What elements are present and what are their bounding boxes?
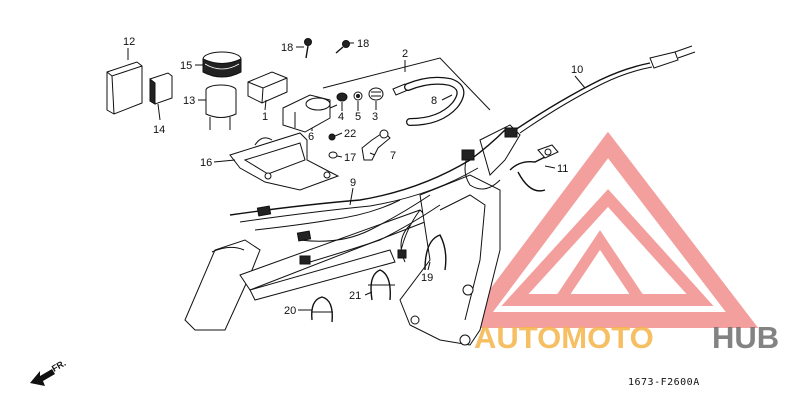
part-11-clamp: [509, 144, 559, 192]
part-15-cover: [202, 51, 242, 78]
callout-2: 2: [402, 48, 408, 60]
part-19-clamp: [424, 234, 447, 271]
callout-5: 5: [355, 111, 361, 123]
callout-6: 6: [308, 131, 314, 143]
watermark-text-secondary: HUB: [712, 320, 779, 355]
part-21-clamp: [368, 269, 395, 301]
callout-3: 3: [372, 111, 378, 123]
part-13-condenser: [205, 84, 237, 130]
part-17-nut: [328, 151, 338, 159]
part-16-bracket: [229, 132, 340, 191]
part-callouts: 12 15 13 14 16 1 18 18 2 8 3 4 5 6 22 17…: [123, 36, 583, 317]
callout-7: 7: [390, 150, 396, 162]
callout-8: 8: [431, 95, 437, 107]
part-4-fitting: [336, 92, 348, 102]
front-direction-arrow-icon: [30, 369, 55, 386]
direction-label: FR.: [50, 358, 68, 374]
part-18-screw-b: [335, 40, 350, 54]
callout-20: 20: [284, 305, 296, 317]
part-2-callout-frame: [322, 57, 491, 111]
callout-10: 10: [571, 64, 583, 76]
part-10-cable: [514, 45, 696, 134]
callout-22: 22: [344, 128, 356, 140]
part-9-wire-harness: [229, 127, 518, 265]
callout-9: 9: [350, 177, 356, 189]
callout-4: 4: [338, 111, 344, 123]
callout-19: 19: [421, 272, 433, 284]
watermark-logo-icon: [461, 131, 759, 328]
part-1-cdi-unit: [247, 71, 288, 104]
part-12-relay: [106, 61, 143, 115]
callout-18-b: 18: [357, 38, 369, 50]
part-5-washer: [353, 91, 363, 101]
part-3-cap: [368, 87, 384, 101]
part-6-ignition-coil: [282, 94, 338, 133]
callout-1: 1: [262, 111, 268, 123]
part-20-clamp: [311, 296, 333, 323]
leader-lines: [127, 42, 586, 311]
part-14-relay: [149, 72, 173, 105]
watermark-text-primary: AUTOMOTO: [474, 320, 654, 355]
callout-11: 11: [557, 163, 568, 175]
callout-18-a: 18: [281, 42, 293, 54]
part-18-screw-a: [304, 38, 312, 59]
part-8-lead-wire: [392, 76, 465, 126]
callout-16: 16: [200, 157, 212, 169]
callout-13: 13: [183, 95, 195, 107]
watermark: AUTOMOTO HUB: [474, 320, 779, 355]
callout-21: 21: [349, 290, 361, 302]
callout-15: 15: [180, 60, 192, 72]
callout-12: 12: [123, 36, 135, 48]
part-22-bolt: [328, 133, 336, 141]
drawing-code: 1673-F2600A: [628, 377, 700, 388]
callout-14: 14: [153, 124, 165, 136]
callout-17: 17: [344, 152, 356, 164]
part-7-plug-cap: [361, 129, 391, 161]
frame: [184, 124, 521, 346]
